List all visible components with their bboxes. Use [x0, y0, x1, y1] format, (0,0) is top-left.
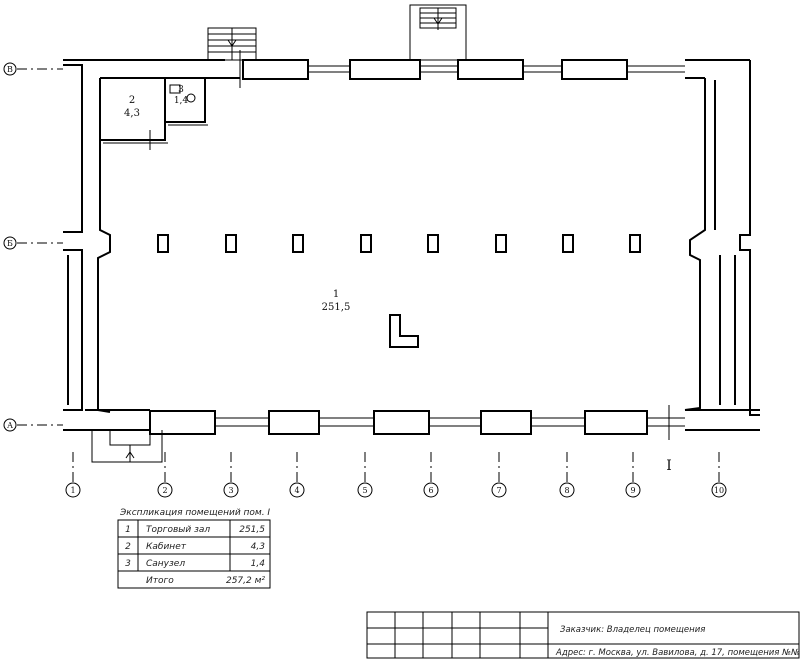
- column-axis-label: 7: [496, 486, 501, 495]
- partitions: [100, 50, 241, 150]
- column-axis-circle: [223, 482, 239, 498]
- explication-table: Экспликация помещений пом. I 1 Торговый …: [117, 508, 271, 589]
- explication-total-value: 257,2 м²: [226, 576, 265, 586]
- column-axis-circle: [491, 482, 507, 498]
- windows: [149, 59, 685, 435]
- room-number: 1: [333, 289, 339, 300]
- explication-name: Санузел: [146, 559, 185, 569]
- room-label: 1 251,5: [322, 289, 351, 313]
- row-axis-label: Б: [7, 239, 13, 248]
- outer-walls: [63, 59, 760, 431]
- column-axis-lines: [72, 452, 720, 482]
- row-axis-marker: В: [3, 62, 17, 76]
- column-axis-circle: [357, 482, 373, 498]
- column-axis-label: 3: [228, 486, 233, 495]
- row-axis-label: В: [7, 65, 13, 74]
- column-axis-circle: [711, 482, 727, 498]
- column-axis-circle: [157, 482, 173, 498]
- column-axis-marker: 5: [357, 482, 373, 498]
- room-area: 4,3: [124, 108, 140, 119]
- explication-area: 251,5: [239, 525, 265, 535]
- column-axis-label: 5: [362, 486, 367, 495]
- room-area: 251,5: [322, 302, 351, 313]
- title-block: Заказчик: Владелец помещения Адрес: г. М…: [366, 611, 800, 659]
- column-axis-marker: 8: [559, 482, 575, 498]
- column-axis-marker: 9: [625, 482, 641, 498]
- column-axis-circle: [559, 482, 575, 498]
- explication-name: Торговый зал: [146, 525, 210, 535]
- title-customer: Заказчик: Владелец помещения: [560, 625, 705, 635]
- row-axis-markers: В Б А: [3, 62, 17, 432]
- l-shaped-column: [389, 314, 419, 348]
- column-axis-label: 1: [70, 486, 75, 495]
- columns: [157, 234, 641, 253]
- explication-row: 3 Санузел 1,4: [125, 559, 265, 569]
- explication-row: 2 Кабинет 4,3: [125, 542, 265, 552]
- explication-num: 3: [125, 559, 131, 569]
- explication-title: Экспликация помещений пом. I: [119, 508, 270, 518]
- column-axis-circle: [625, 482, 641, 498]
- room-label: 3 1,4: [174, 85, 189, 106]
- explication-area: 1,4: [251, 559, 266, 569]
- row-axis-marker: Б: [3, 236, 17, 250]
- column-axis-label: 8: [564, 486, 569, 495]
- column-axis-marker: 7: [491, 482, 507, 498]
- column-axis-label: 2: [162, 486, 167, 495]
- explication-total-label: Итого: [146, 576, 174, 586]
- title-address: Адрес: г. Москва, ул. Вавилова, д. 17, п…: [555, 648, 800, 658]
- column-axis-marker: 10: [711, 482, 727, 498]
- row-axis-lines: [17, 68, 63, 426]
- column-axis-label: 9: [630, 486, 635, 495]
- row-axis-marker: А: [3, 418, 17, 432]
- column-axis-label: 4: [294, 486, 299, 495]
- room-number: 3: [178, 85, 184, 95]
- column-axis-marker: 3: [223, 482, 239, 498]
- column-axis-marker: 4: [289, 482, 305, 498]
- entrances: [91, 4, 467, 463]
- column-axis-marker: 2: [157, 482, 173, 498]
- room-number: 2: [129, 95, 135, 106]
- explication-area: 4,3: [251, 542, 266, 552]
- row-axis-label: А: [7, 421, 13, 430]
- column-axis-circle: [65, 482, 81, 498]
- column-axis-circle: [289, 482, 305, 498]
- column-axis-marker: 6: [423, 482, 439, 498]
- column-axis-circle: [423, 482, 439, 498]
- explication-name: Кабинет: [146, 542, 187, 552]
- column-axis-label: 6: [428, 486, 433, 495]
- column-axis-label: 10: [714, 486, 724, 495]
- explication-num: 2: [125, 542, 131, 552]
- column-axis-marker: 1: [65, 482, 81, 498]
- room-label: 2 4,3: [124, 95, 140, 119]
- explication-num: 1: [125, 525, 131, 535]
- room-area: 1,4: [174, 96, 189, 106]
- column-axis-markers: 1 2 3 4 5 6 7 8 9 10: [65, 482, 727, 498]
- section-mark: I: [666, 458, 672, 474]
- explication-row: 1 Торговый зал 251,5: [125, 525, 265, 535]
